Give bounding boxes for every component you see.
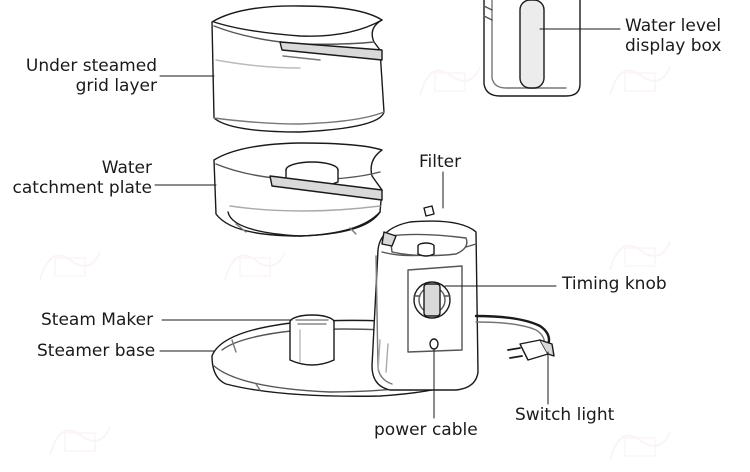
label-water-level-display-box: Water level display box xyxy=(625,16,722,56)
power-cable-part xyxy=(474,314,555,361)
watermark-logo xyxy=(49,426,111,456)
watermark-logo xyxy=(39,251,101,281)
water-tank-part xyxy=(483,0,581,97)
watermark-logo xyxy=(609,431,671,461)
label-steamer-base: Steamer base xyxy=(37,341,156,361)
label-power-cable: power cable xyxy=(374,420,478,440)
label-water-catchment-plate: Water catchment plate xyxy=(12,158,152,198)
watermark-logo xyxy=(224,251,286,281)
filter-part xyxy=(423,205,435,217)
grid-layer-part xyxy=(211,5,385,133)
steam-maker-part xyxy=(289,314,335,366)
label-under-steamed-grid-layer: Under steamed grid layer xyxy=(25,56,157,96)
label-filter: Filter xyxy=(419,152,462,172)
main-body-part xyxy=(371,220,479,391)
watermark-logo xyxy=(419,66,481,96)
label-timing-knob: Timing knob xyxy=(562,274,667,294)
catchment-plate-part xyxy=(213,142,383,237)
watermark-logo xyxy=(609,241,671,271)
watermark-logo xyxy=(609,66,671,96)
leader-lines xyxy=(154,28,621,419)
label-steam-maker: Steam Maker xyxy=(41,310,154,330)
label-switch-light: Switch light xyxy=(515,405,615,425)
